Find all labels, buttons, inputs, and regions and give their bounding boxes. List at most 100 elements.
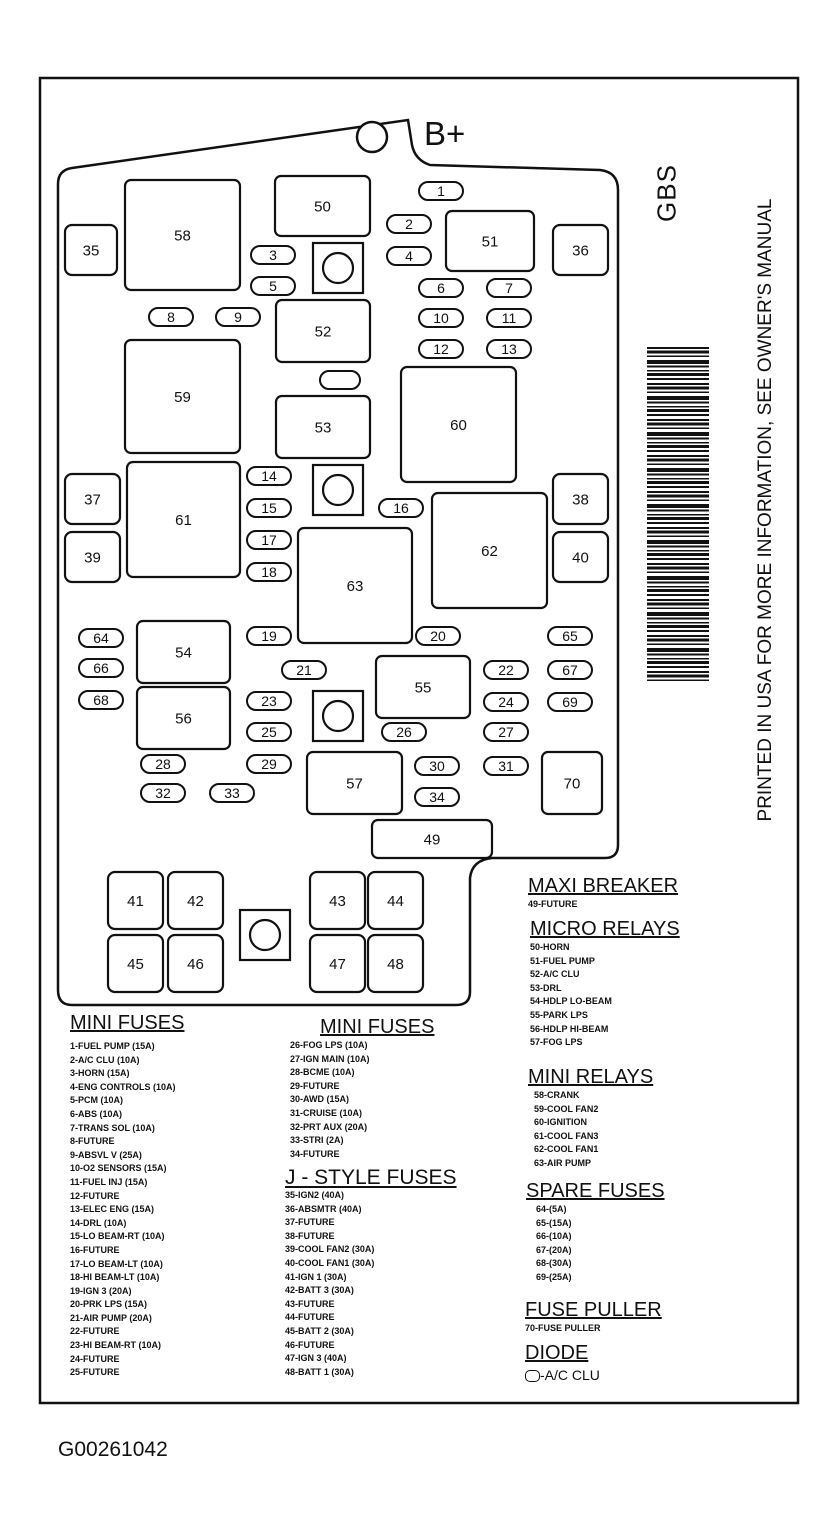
legend-title: MAXI BREAKER [528, 875, 679, 897]
barcode-bar [647, 625, 709, 628]
j-fuse-36 [551, 223, 610, 277]
barcode-bar [647, 419, 709, 421]
relay-label-61: 61 [175, 512, 192, 529]
j-fuse-42 [166, 870, 225, 931]
mini-fuse-10 [418, 308, 464, 328]
barcode-bar [647, 383, 709, 385]
legend-title: MINI RELAYS [528, 1066, 654, 1088]
battery-positive-label: B+ [424, 115, 466, 152]
j-fuse-label-42: 42 [187, 893, 204, 910]
barcode-bar [647, 630, 709, 632]
barcode-bar [647, 674, 709, 678]
barcode [647, 347, 709, 681]
mini-fuse-23 [246, 691, 292, 711]
barcode-bar [647, 545, 709, 548]
mini-fuse-label-6: 6 [437, 280, 445, 296]
relay-62 [430, 491, 549, 610]
legend-item: 2-A/C CLU (10A) [70, 1054, 140, 1065]
j-fuse-44 [366, 870, 425, 931]
legend-item: 40-COOL FAN1 (30A) [285, 1257, 375, 1268]
barcode-bar [647, 679, 709, 681]
relay-label-63: 63 [347, 578, 364, 595]
diode-component [319, 370, 361, 390]
legend-item: 62-COOL FAN1 [534, 1144, 599, 1155]
barcode-bar [647, 350, 709, 354]
mini-fuse-label-28: 28 [155, 756, 171, 772]
legend-item: 35-IGN2 (40A) [285, 1190, 345, 1200]
stud-bolt-icon [321, 473, 355, 507]
legend-item: 16-FUTURE [70, 1244, 120, 1255]
mini-fuse-label-5: 5 [269, 278, 277, 294]
barcode-bar [647, 378, 709, 380]
mini-fuse-label-2: 2 [405, 216, 413, 232]
relay-63 [296, 526, 414, 645]
mini-fuse-26 [381, 722, 427, 742]
legend-items: 1-FUEL PUMP (15A)2-A/C CLU (10A)3-HORN (… [70, 1040, 184, 1380]
mini-fuse-4 [386, 246, 432, 266]
legend-item: 68-(30A) [536, 1258, 572, 1269]
mini-fuse-label-4: 4 [405, 248, 413, 264]
barcode-bar [647, 581, 709, 584]
barcode-bar [647, 586, 709, 588]
j-fuse-label-45: 45 [127, 956, 144, 973]
mini-fuse-label-29: 29 [261, 756, 277, 772]
barcode-bar [647, 643, 709, 645]
mini-fuse-label-7: 7 [505, 280, 513, 296]
legend-item: 28-BCME (10A) [290, 1067, 355, 1078]
barcode-bar [647, 638, 709, 642]
legend-item: 51-FUEL PUMP [530, 955, 595, 966]
mini-fuse-label-23: 23 [261, 693, 277, 709]
legend-item: 4-ENG CONTROLS (10A) [70, 1081, 176, 1092]
legend-item: 66-(10A) [536, 1231, 572, 1242]
mini-fuse-label-21: 21 [296, 662, 312, 678]
relay-label-51: 51 [482, 233, 499, 250]
mini-fuse-label-32: 32 [155, 785, 171, 801]
j-fuse-43 [308, 870, 367, 931]
mini-fuse-22 [483, 660, 529, 680]
mini-fuse-69 [547, 692, 593, 712]
barcode-bar [647, 602, 709, 606]
barcode-bar [647, 517, 709, 520]
legend-item: 45-BATT 2 (30A) [285, 1325, 354, 1336]
barcode-bar [647, 442, 709, 444]
stud-bolt-icon [321, 699, 355, 733]
relay-59 [123, 338, 242, 455]
legend-item: 63-AIR PUMP [534, 1157, 592, 1168]
j-fuse-label-36: 36 [572, 242, 589, 259]
barcode-bar [647, 607, 709, 609]
relay-label-60: 60 [450, 417, 467, 434]
legend-item: 67-(20A) [536, 1244, 572, 1255]
legend-item: 23-HI BEAM-RT (10A) [70, 1340, 162, 1351]
mini-fuse-label-69: 69 [562, 694, 578, 710]
relay-label-59: 59 [174, 389, 191, 406]
mini-fuse-24 [483, 692, 529, 712]
mini-fuse-label-14: 14 [261, 468, 277, 484]
legend-item: 13-ELEC ENG (15A) [70, 1204, 155, 1215]
legend-item: 55-PARK LPS [530, 1009, 588, 1020]
legend-item: 14-DRL (10A) [70, 1217, 127, 1228]
barcode-bar [647, 347, 709, 349]
mini-fuse-5 [250, 276, 296, 296]
mini-fuse-29 [246, 754, 292, 774]
j-fuse-35 [63, 223, 119, 277]
mini-fuse-31 [483, 756, 529, 776]
relay-label-49: 49 [424, 831, 441, 848]
mini-fuse-1 [418, 181, 464, 201]
barcode-bar [647, 455, 709, 457]
barcode-bar [647, 437, 709, 440]
mini-fuse-label-33: 33 [224, 785, 240, 801]
mini-fuse-34 [414, 787, 460, 807]
mini-fuse-label-31: 31 [498, 758, 514, 774]
j-fuse-41 [106, 870, 165, 931]
mini-fuse-label-17: 17 [261, 532, 277, 548]
legend-title: SPARE FUSES [526, 1180, 665, 1202]
mini-fuse-label-64: 64 [93, 630, 109, 646]
mini-fuse-65 [547, 626, 593, 646]
barcode-bar [647, 409, 709, 412]
barcode-bar [647, 365, 709, 368]
mini-fuse-8 [148, 307, 194, 327]
j-fuse-label-35: 35 [83, 242, 100, 259]
